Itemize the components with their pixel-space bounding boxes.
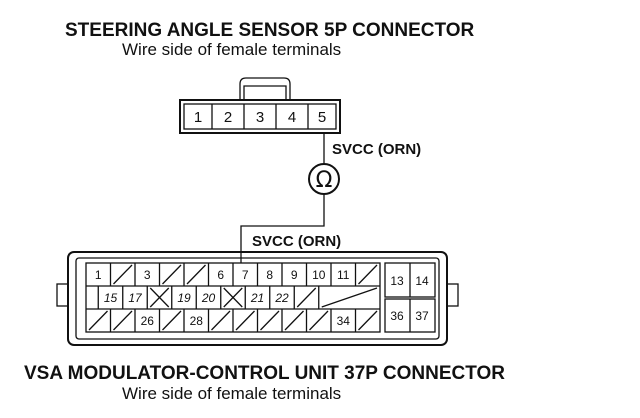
pin-14: 14 bbox=[415, 274, 429, 288]
modulator-connector-subtitle: Wire side of female terminals bbox=[122, 384, 341, 403]
connector-latch bbox=[239, 77, 291, 100]
pin-17: 17 bbox=[128, 291, 143, 305]
sensor-connector-face bbox=[183, 103, 337, 130]
pin-6: 6 bbox=[217, 268, 224, 282]
modulator-connector-inner bbox=[75, 257, 440, 340]
pin-15: 15 bbox=[104, 291, 118, 305]
pin-34: 34 bbox=[337, 314, 351, 328]
sensor-5p-connector: 1 2 3 4 5 bbox=[179, 77, 341, 134]
pin-8: 8 bbox=[266, 268, 273, 282]
sensor-pin-4: 4 bbox=[288, 109, 296, 126]
sensor-connector-title: STEERING ANGLE SENSOR 5P CONNECTOR bbox=[65, 20, 475, 41]
pin-7: 7 bbox=[242, 268, 249, 282]
connector-latch-inner bbox=[243, 85, 287, 100]
pin-20: 20 bbox=[201, 291, 216, 305]
pin-21: 21 bbox=[250, 291, 264, 305]
connector-right-tab bbox=[446, 283, 459, 307]
pin-9: 9 bbox=[291, 268, 298, 282]
pin-36: 36 bbox=[390, 309, 404, 323]
sensor-pin-1: 1 bbox=[194, 109, 202, 126]
sensor-connector-body bbox=[179, 99, 341, 134]
wire-label-upper: SVCC (ORN) bbox=[332, 141, 421, 158]
modulator-connector-title: VSA MODULATOR-CONTROL UNIT 37P CONNECTOR bbox=[24, 363, 505, 384]
pin-19: 19 bbox=[177, 291, 191, 305]
connector-left-tab bbox=[56, 283, 69, 307]
pin-28: 28 bbox=[190, 314, 204, 328]
pin-1: 1 bbox=[95, 268, 102, 282]
sensor-pin-5: 5 bbox=[318, 109, 326, 126]
pin-3: 3 bbox=[144, 268, 151, 282]
sensor-pin-2: 2 bbox=[224, 109, 232, 126]
pin-10: 10 bbox=[312, 268, 326, 282]
pin-37: 37 bbox=[415, 309, 429, 323]
wire-meter-to-pin7 bbox=[240, 194, 325, 263]
ohm-icon: Ω bbox=[316, 168, 333, 193]
pin-26: 26 bbox=[141, 314, 155, 328]
pin-11: 11 bbox=[337, 268, 350, 282]
pin-13: 13 bbox=[390, 274, 404, 288]
sensor-connector-subtitle: Wire side of female terminals bbox=[122, 40, 341, 59]
ohmmeter: Ω bbox=[308, 163, 340, 195]
wire-label-lower: SVCC (ORN) bbox=[252, 233, 341, 250]
sensor-pin-3: 3 bbox=[256, 109, 264, 126]
pin-22: 22 bbox=[274, 291, 289, 305]
